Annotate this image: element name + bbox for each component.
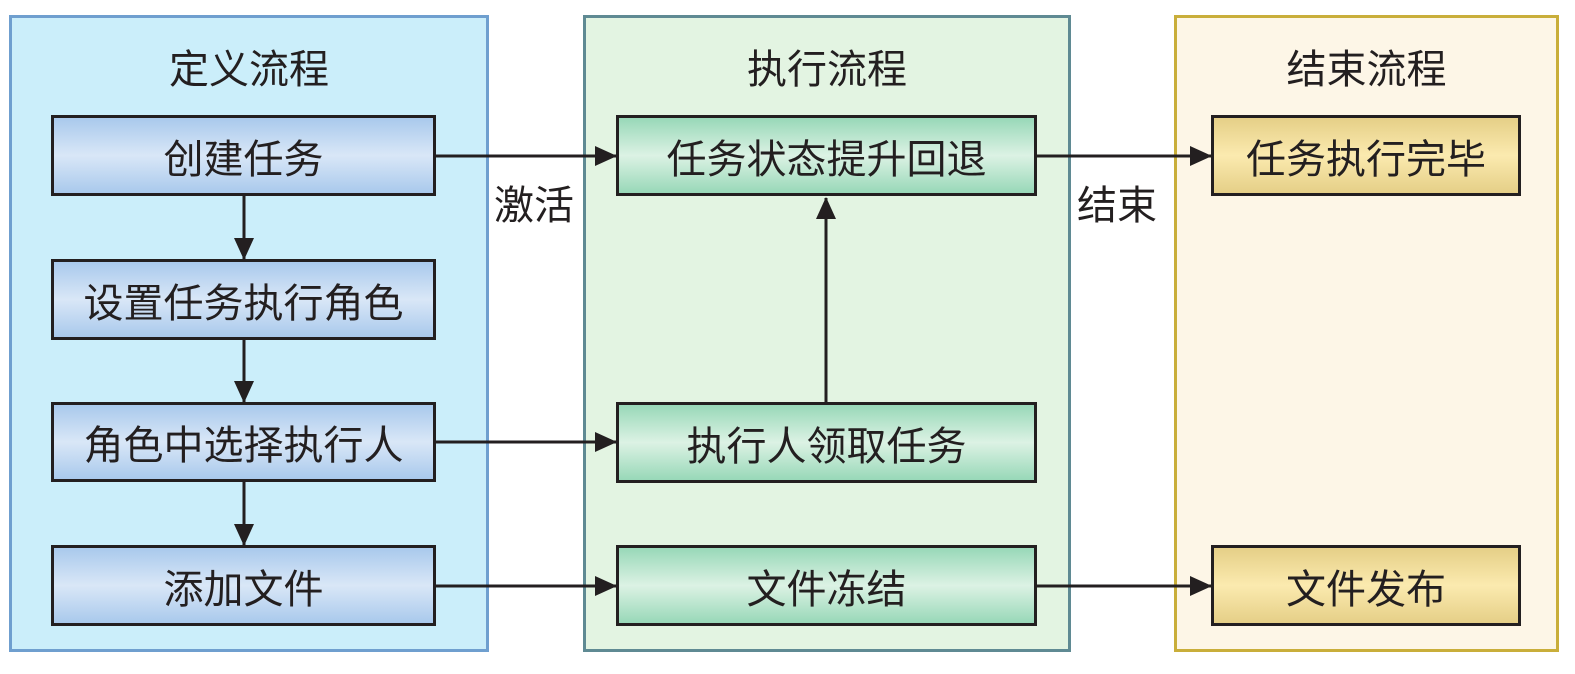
node-task-complete: 任务执行完毕: [1211, 115, 1521, 196]
edge-label-finish: 结束: [1077, 183, 1157, 229]
node-create-task: 创建任务: [51, 115, 436, 196]
lane-title-define: 定义流程: [169, 47, 329, 93]
node-add-file: 添加文件: [51, 545, 436, 626]
node-select-executor: 角色中选择执行人: [51, 402, 436, 482]
lane-title-execute: 执行流程: [747, 47, 907, 93]
node-file-publish: 文件发布: [1211, 545, 1521, 626]
node-task-status-promote-rollback: 任务状态提升回退: [616, 115, 1037, 196]
node-executor-claim-task: 执行人领取任务: [616, 402, 1037, 483]
node-file-freeze: 文件冻结: [616, 545, 1037, 626]
node-set-task-role: 设置任务执行角色: [51, 259, 436, 340]
lane-title-end: 结束流程: [1286, 47, 1447, 93]
edge-label-activate: 激活: [494, 183, 574, 229]
